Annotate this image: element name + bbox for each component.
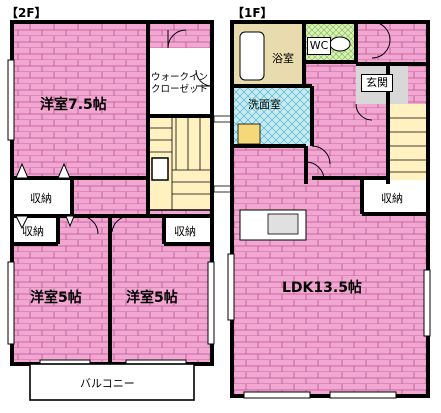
walkin-closet-label-line2: クローゼット [151,84,209,95]
storage-1f: 収納 [381,192,403,205]
storage-2f-a: 収納 [30,192,52,205]
storage-2f-b: 収納 [22,225,44,238]
floor1-tag: 【1F】 [232,6,273,20]
walkin-closet-label-line1: ウォークイン [151,72,209,83]
room-western-7-5: 洋室7.5帖 [40,97,107,113]
room-entrance: 玄関 [361,74,393,92]
storage-2f-c: 収納 [174,225,196,238]
balcony-label: バルコニー [80,377,135,390]
room-bathroom: 浴室 [272,52,294,65]
floor2-plan [7,20,233,401]
floor2-tag: 【2F】 [6,6,47,20]
room-western-5-right: 洋室5帖 [126,290,178,306]
room-wc: WC [307,37,331,55]
room-western-5-left: 洋室5帖 [30,290,82,306]
room-ldk: LDK13.5帖 [282,280,362,296]
floor1-plan [227,20,431,399]
room-washroom: 洗面室 [248,98,281,111]
